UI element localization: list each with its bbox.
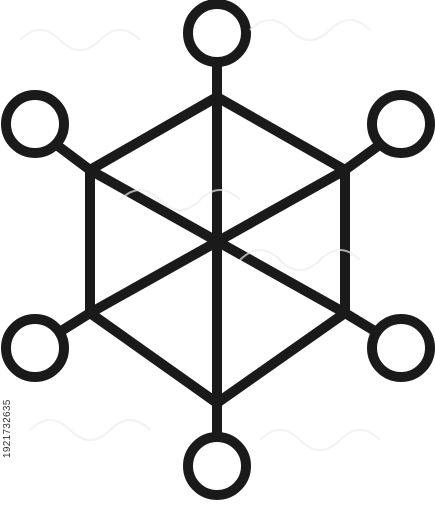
spoke-diagonal-b	[85, 165, 350, 318]
node-bottom	[183, 432, 251, 500]
node-bottom-left	[1, 314, 69, 382]
node-top-left	[1, 90, 69, 158]
stock-image-id: 1921732635	[2, 399, 13, 458]
node-top-right	[367, 90, 435, 158]
node-bottom-right	[367, 314, 435, 382]
connector-top-right	[340, 141, 383, 175]
node-top	[183, 0, 251, 67]
connector-top-left	[53, 141, 95, 175]
